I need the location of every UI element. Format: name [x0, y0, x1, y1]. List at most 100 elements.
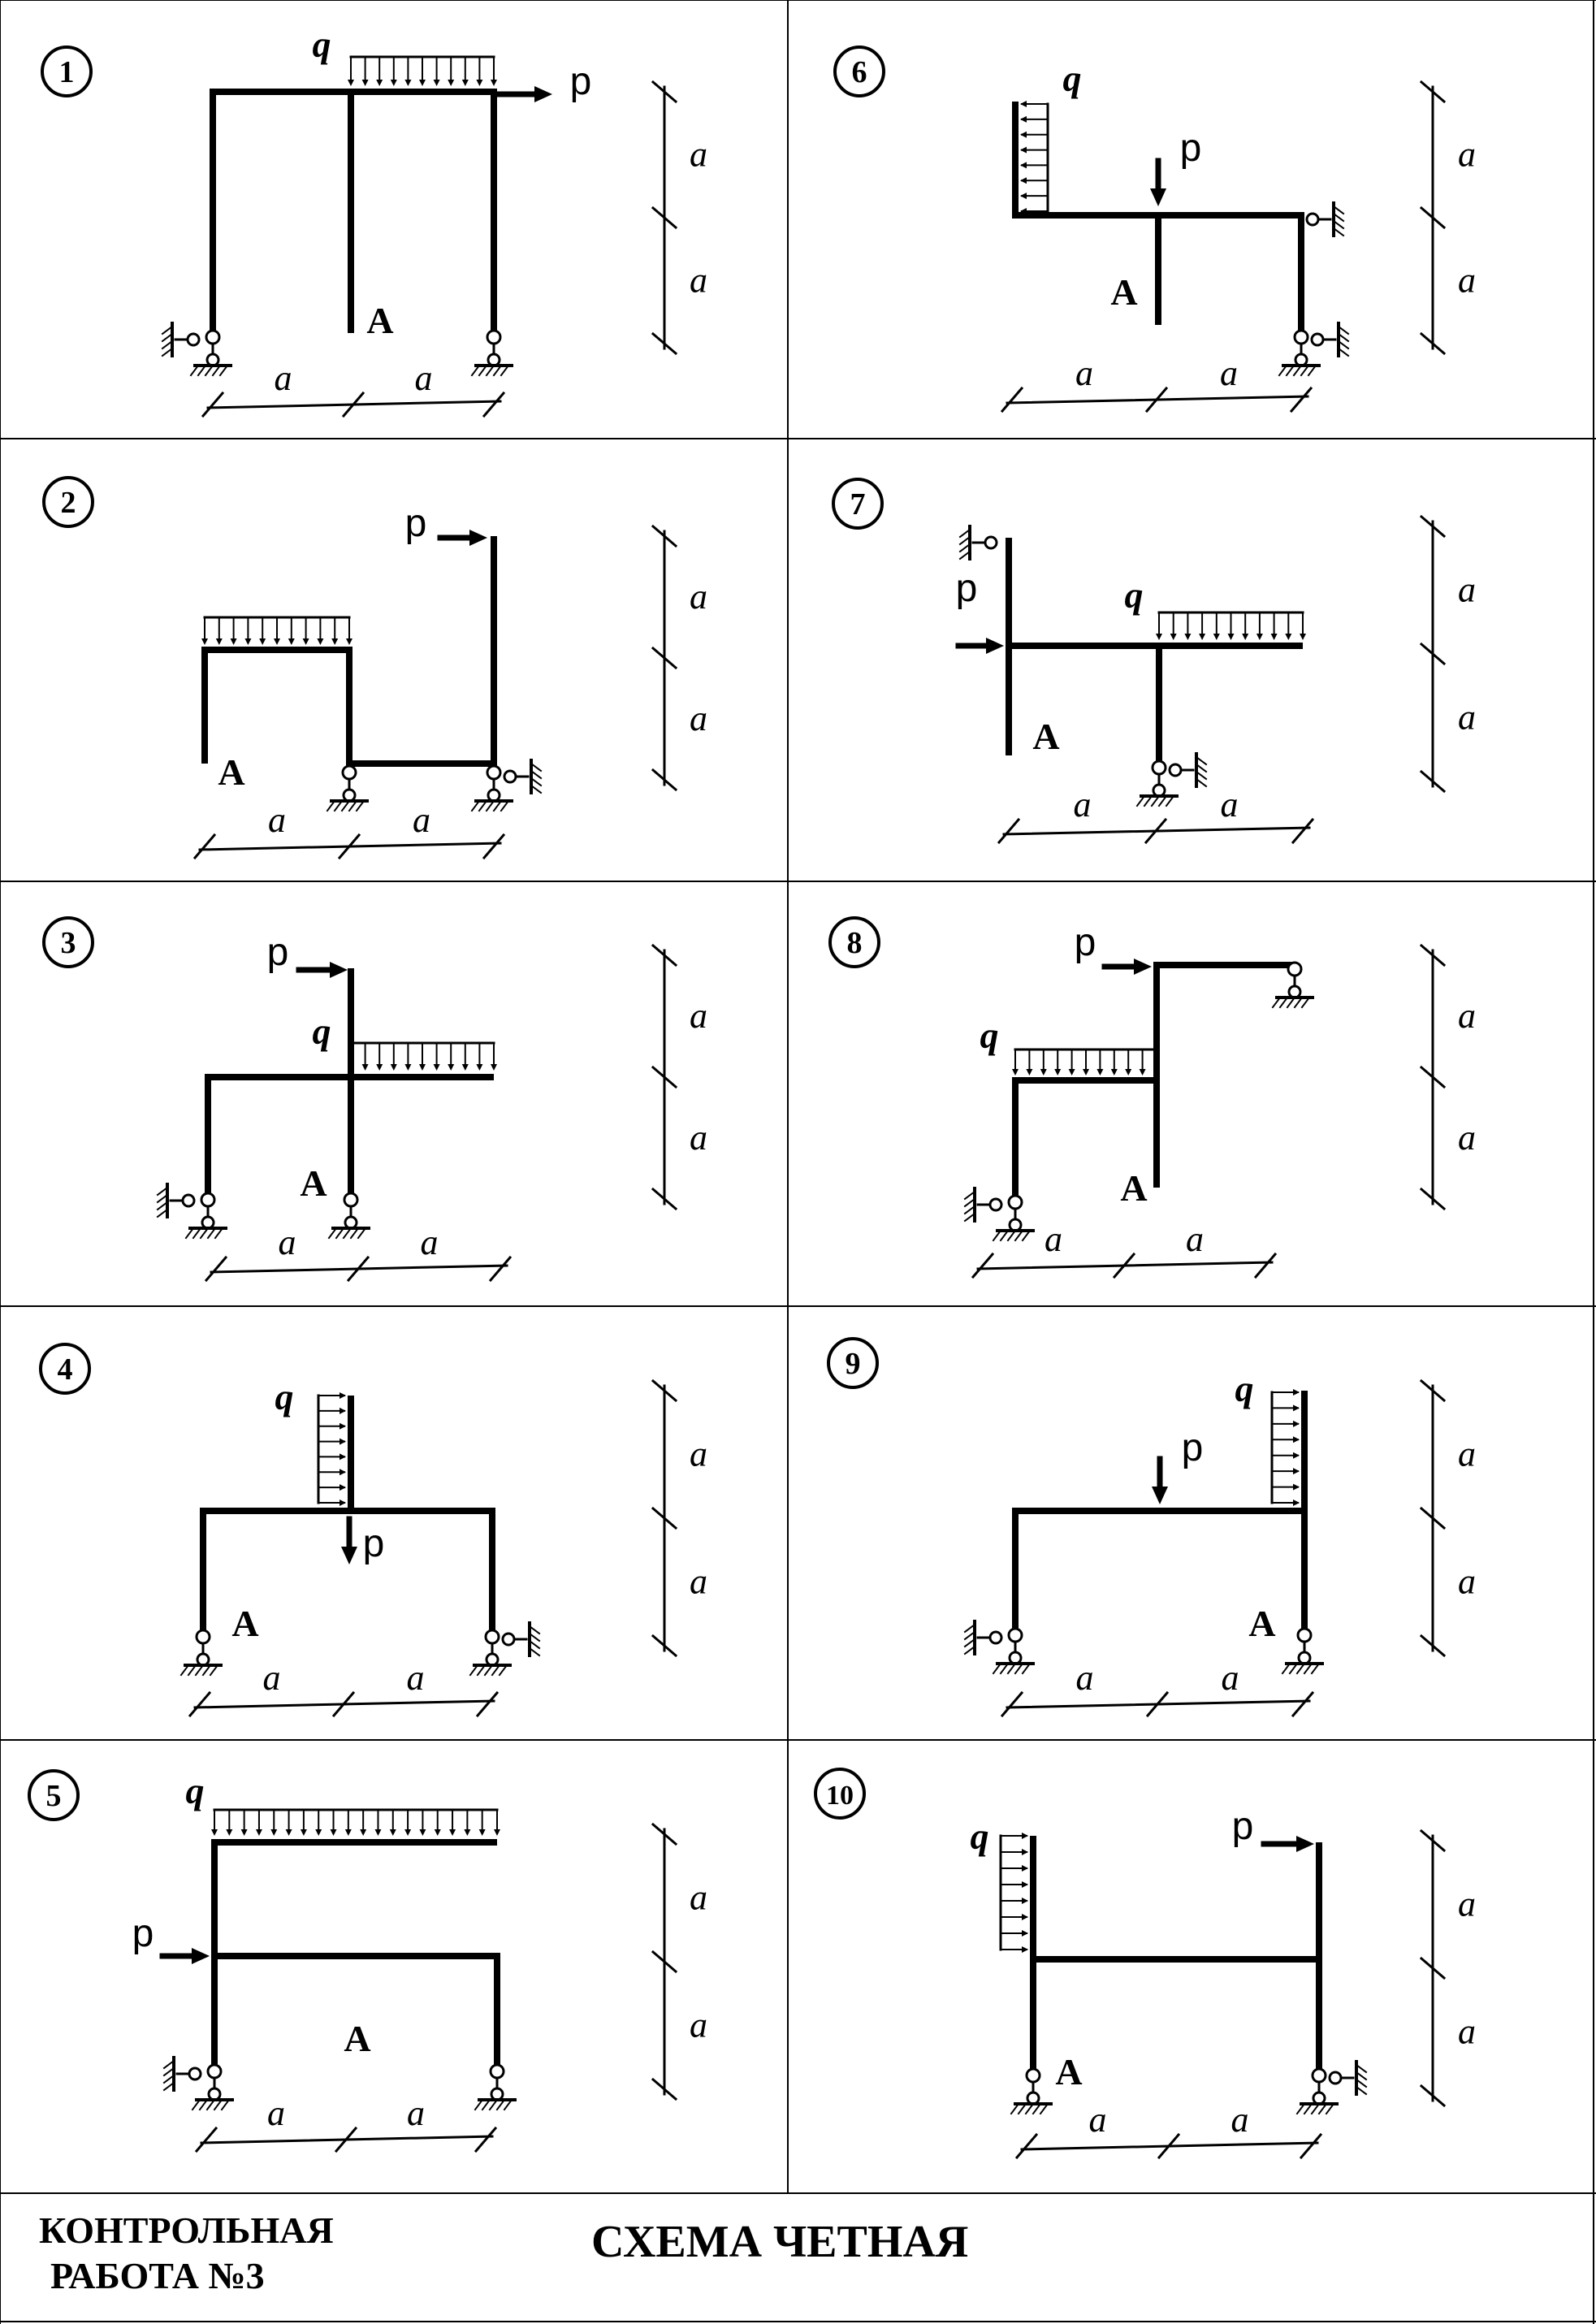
ground-hatch — [213, 2098, 223, 2111]
pin-support — [470, 329, 513, 377]
ground-hatch — [1021, 1229, 1032, 1242]
dimension-line: aa — [1419, 1828, 1476, 2108]
number-label: 10 — [826, 1781, 854, 1811]
force-label-p: p — [1075, 921, 1096, 964]
scheme-number-6: 6 — [833, 45, 885, 97]
ground-hatch — [1010, 2102, 1020, 2115]
arrow-head — [478, 1829, 486, 1836]
dimension-tick — [334, 2126, 358, 2153]
dimension-tick — [1419, 1956, 1447, 1980]
hinge — [1328, 2071, 1343, 2085]
hinge — [501, 1632, 516, 1647]
ground-hatch — [355, 799, 365, 812]
hinge — [341, 764, 357, 781]
wall-hatch — [963, 1645, 976, 1655]
wall-hatch — [156, 1208, 169, 1218]
hinge — [1296, 1627, 1313, 1643]
dimension-tick — [1419, 331, 1447, 356]
distributed-load — [999, 1833, 1028, 1953]
hinge — [490, 2087, 504, 2101]
arrow-head — [1285, 634, 1292, 640]
dimension-label: a — [275, 358, 292, 398]
ground-hatch — [1300, 364, 1310, 377]
arrow-head — [376, 80, 383, 86]
ground-hatch — [478, 799, 488, 812]
dimension-tick — [475, 1690, 500, 1718]
scheme-number-3: 3 — [42, 916, 94, 968]
arrow-head — [1022, 1881, 1028, 1888]
force-head — [1152, 1487, 1168, 1504]
wall-hatch — [530, 762, 543, 773]
scheme-number-9: 9 — [827, 1337, 879, 1389]
ground-hatch — [1039, 2102, 1049, 2115]
dimension-tick — [1419, 642, 1447, 666]
dimension-tick — [188, 1690, 212, 1718]
arrow-head — [285, 1829, 292, 1836]
pin-support — [470, 764, 513, 812]
arrow-head — [1139, 1069, 1146, 1075]
ground-hatch — [1307, 364, 1317, 377]
force-head — [341, 1547, 357, 1564]
ground-hatch — [1295, 2102, 1306, 2115]
dimension-tick — [1419, 514, 1447, 539]
wall-hatch — [161, 332, 174, 343]
ground-hatch — [218, 364, 229, 377]
point-label-A: A — [1032, 716, 1059, 757]
arrow-head — [1022, 1946, 1028, 1953]
hinge — [485, 1652, 500, 1667]
dimension-line: aa — [1419, 1378, 1476, 1658]
dimension-tick — [204, 1255, 228, 1283]
load-label-q: q — [313, 1011, 331, 1052]
footer-line-2: РАБОТА №3 — [50, 2255, 265, 2296]
arrow-head — [270, 1829, 278, 1836]
frame-member — [214, 1953, 500, 2067]
ground-hatch — [1286, 996, 1296, 1009]
hinge — [487, 353, 501, 367]
arrow-head — [491, 1064, 497, 1071]
dimension-label: a — [1458, 1562, 1476, 1602]
wall-hatch — [528, 1639, 541, 1650]
ground-hatch — [187, 1664, 197, 1677]
arrow-head — [1256, 634, 1263, 640]
wall-hatch — [1355, 2071, 1368, 2081]
dimension-label: a — [1045, 1219, 1062, 1259]
dimension-tick — [1000, 1690, 1024, 1718]
dimension-label: a — [1186, 1219, 1204, 1259]
ground-hatch — [1285, 364, 1295, 377]
arrow-head — [1110, 1069, 1118, 1075]
ground-hatch — [191, 2098, 201, 2111]
wall-hatch — [156, 1186, 169, 1197]
wall-hatch — [963, 1623, 976, 1634]
link-support — [958, 525, 998, 560]
ground-hatch — [349, 1227, 360, 1240]
link-support — [1168, 752, 1208, 788]
arrow-head — [315, 1829, 322, 1836]
hinge — [1008, 1651, 1023, 1665]
pin-support — [1295, 2067, 1339, 2115]
arrow-head — [449, 1829, 456, 1836]
arrow-head — [1026, 1069, 1033, 1075]
dimension-label: a — [690, 577, 707, 617]
dimension-tick — [651, 1378, 678, 1403]
dimension-tick — [1157, 2132, 1181, 2160]
dimension-tick — [1419, 2084, 1447, 2108]
hinge — [195, 1629, 211, 1645]
dimension-tick — [651, 943, 678, 967]
dimension-line: aa — [1419, 80, 1476, 356]
arrow-head — [1293, 1436, 1300, 1443]
dimension-label: a — [1458, 698, 1476, 738]
ground-hatch — [1292, 364, 1303, 377]
arrow-head — [348, 1064, 354, 1071]
pin-support — [1271, 961, 1314, 1009]
dimension-tick — [651, 2077, 678, 2101]
dimension-tick — [331, 1690, 356, 1718]
arrow-head — [346, 638, 353, 645]
pin-support — [469, 1629, 512, 1677]
wall-hatch — [1337, 325, 1350, 335]
number-circle — [42, 916, 94, 968]
